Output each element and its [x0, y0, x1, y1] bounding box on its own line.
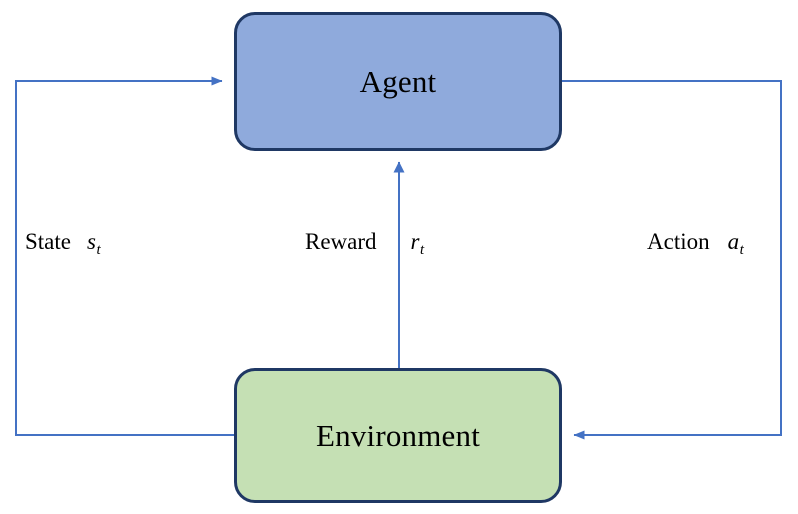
action-label-symbol: a: [727, 229, 740, 254]
state-label-symbol: s: [87, 229, 96, 254]
action-label-word: Action: [647, 229, 710, 254]
environment-node-label: Environment: [315, 418, 481, 453]
action-edge-label: Action a t: [647, 229, 744, 258]
reward-label-subscript: t: [419, 242, 425, 258]
agent-node[interactable]: Agent: [234, 12, 562, 151]
state-connector: [15, 76, 234, 436]
state-label-word: State: [25, 229, 71, 254]
action-connector: [562, 80, 782, 440]
state-label-subscript: t: [96, 242, 101, 258]
environment-node[interactable]: Environment: [234, 368, 562, 503]
action-label-subscript: t: [739, 242, 744, 258]
reward-edge-label: Reward r t: [305, 229, 424, 258]
reward-label-word: Reward: [305, 229, 377, 254]
reward-label-symbol: r: [410, 229, 420, 254]
state-edge-label: State s t: [25, 229, 101, 258]
agent-node-label: Agent: [359, 64, 437, 99]
